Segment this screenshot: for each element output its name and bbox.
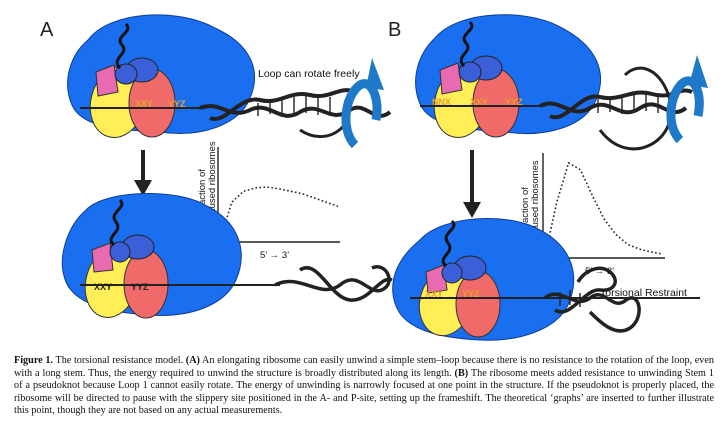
graph-a-ylabel-2: paused ribosomes [207, 141, 218, 219]
down-arrow-b-icon [463, 150, 481, 218]
rotation-arrow-icon [341, 58, 384, 149]
caption-b-tag: (B) [454, 367, 469, 379]
seq-b-top-2: XXY [470, 97, 488, 107]
graph-b-ylabel-1: Fraction of [520, 187, 531, 232]
graph-a-curve [219, 186, 339, 241]
seq-b-bottom-1: XXY [425, 289, 443, 299]
seq-a-top-1: XXY [135, 99, 153, 109]
graph-b-curve [544, 161, 664, 257]
caption-a-tag: (A) [185, 355, 200, 366]
caption-text-3: The ribosome meets added resistance to u… [14, 367, 715, 417]
panel-label-a: A [40, 19, 54, 41]
panel-label-b: B [388, 19, 401, 41]
annotation-loop-rotate: Loop can rotate freely [258, 68, 360, 80]
figure-canvas: A B XXY YYZ Loop can rotate freely [40, 14, 708, 341]
panel-a-top-ribosome: XXY YYZ [67, 14, 255, 138]
caption-label: Figure 1. [14, 355, 53, 366]
panel-b-top-ribosome: NNX XXY YYZ [415, 14, 601, 138]
seq-a-bottom-1: XXY [94, 282, 112, 292]
panel-a-stem-loop [199, 88, 392, 138]
annotation-torsional: Torsional Restraint [600, 287, 687, 299]
panel-a-unwound-loop [274, 265, 393, 302]
caption-text-1: The torsional resistance model. [52, 355, 186, 366]
caption-text-2: An elongating ribosome can easily unwind… [14, 355, 714, 379]
seq-b-top-3: YYZ [505, 97, 523, 107]
panel-b-bottom-ribosome: XXY YYZ [392, 218, 700, 341]
panel-a-bottom-ribosome: XXY YYZ [62, 193, 280, 319]
figure-caption: Figure 1. The torsional resistance model… [14, 355, 714, 418]
graph-a-ylabel-1: Fraction of [197, 169, 208, 214]
seq-a-top-2: YYZ [168, 99, 186, 109]
down-arrow-icon [134, 150, 152, 196]
peptide-chain-icon [115, 22, 130, 70]
seq-a-bottom-2: YYZ [131, 282, 149, 292]
panel-b-restrained-knot [543, 266, 641, 333]
graph-b-ylabel-2: paused ribosomes [530, 160, 541, 238]
seq-b-top-1: NNX [432, 97, 451, 107]
graph-b-xlabel: 5’ → 3’ [585, 266, 614, 277]
graph-a-xlabel: 5’ → 3’ [260, 250, 289, 261]
rotation-arrow-b-icon [666, 55, 708, 144]
seq-b-bottom-2: YYZ [462, 289, 480, 299]
